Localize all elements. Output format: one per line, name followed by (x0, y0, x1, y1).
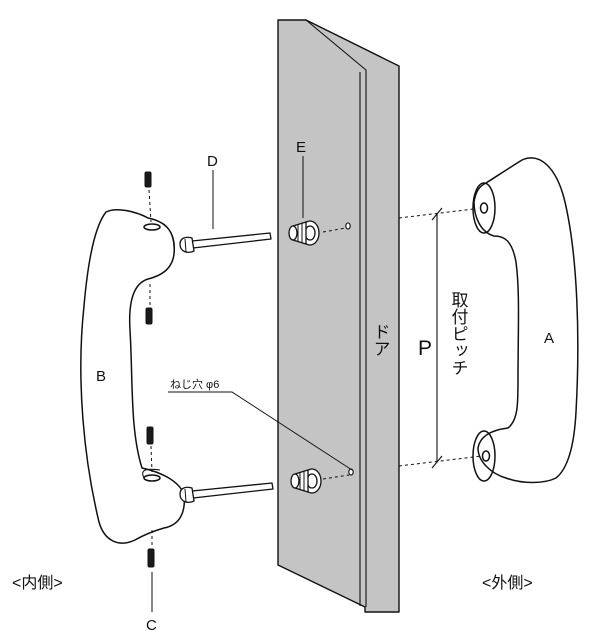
pitch-dimension (431, 207, 443, 469)
label-screw-hole: ねじ穴 φ6 (170, 377, 219, 391)
label-outside: <外側> (482, 574, 533, 592)
label-inside: <内側> (12, 574, 63, 592)
fasteners-e (288, 220, 322, 494)
label-part-a: A (544, 330, 554, 347)
label-pitch-symbol: P (418, 337, 432, 360)
set-screw-bottom (147, 548, 155, 568)
label-part-e: E (296, 139, 306, 156)
fastener-upper (288, 220, 320, 246)
bolt-lower (179, 482, 274, 503)
screw-hole-leader (168, 391, 353, 471)
set-screw-top (144, 171, 152, 188)
inner-handle-b (80, 209, 186, 544)
set-screw-lower-mid (146, 426, 154, 445)
label-pitch-caption: 取付ピッチ (449, 291, 469, 376)
set-screws-c (144, 171, 155, 568)
bolts-d (179, 232, 274, 503)
label-part-c: C (146, 617, 157, 634)
label-door: ドア (371, 323, 390, 357)
outer-handle-a (472, 157, 579, 484)
fastener-lower (290, 468, 322, 494)
label-part-d: D (207, 153, 218, 170)
label-part-b: B (96, 368, 106, 385)
set-screw-upper-mid (145, 307, 153, 325)
door-panel (277, 19, 400, 613)
dashed-axes (148, 189, 483, 547)
bolt-upper (179, 232, 272, 253)
